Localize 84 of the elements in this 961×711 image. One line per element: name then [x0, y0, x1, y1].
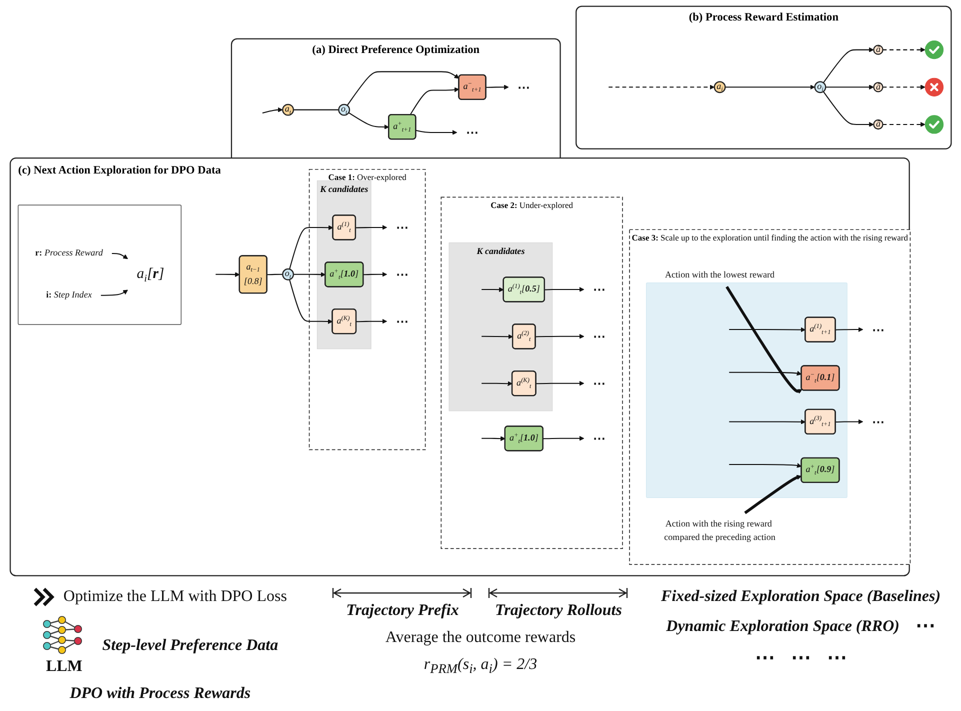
arrow	[882, 47, 926, 52]
arrow	[356, 224, 387, 230]
arrow	[481, 436, 506, 442]
arrow	[416, 130, 457, 135]
node-text: i: Step Index	[46, 290, 92, 300]
node-text: ⋯	[872, 414, 884, 429]
caption-text: Optimize the LLM with DPO Loss	[63, 587, 287, 607]
arrow	[112, 252, 128, 260]
arrow	[288, 279, 332, 324]
connector	[293, 109, 338, 110]
section-caption: DPO with Process Rewards	[70, 684, 251, 704]
arrow	[535, 334, 584, 339]
node-text: ⋯	[592, 431, 606, 446]
span-label: Trajectory Rollouts	[495, 601, 622, 620]
node-circle	[924, 40, 944, 60]
arrow	[215, 272, 240, 277]
arrow	[882, 122, 926, 127]
arrow	[100, 290, 128, 296]
arrow	[835, 419, 863, 424]
arrow	[608, 84, 714, 90]
node-text: ⋯	[396, 314, 408, 328]
node-text: a$_{i}$[r]	[136, 265, 164, 284]
section-heading: Fixed-sized Exploration Space (Baselines)	[661, 587, 941, 606]
node-circle	[924, 115, 944, 134]
node-text: ⋯	[466, 125, 478, 140]
section-heading: Dynamic Exploration Space (RRO)	[666, 616, 900, 636]
node-text: ⋯	[396, 267, 408, 282]
node-circle: o$_{t}$	[282, 268, 294, 280]
arrow	[724, 84, 815, 90]
node-text: ⋯	[517, 80, 530, 94]
arrow	[744, 474, 802, 514]
node-circle: o$_{t}$	[338, 104, 350, 116]
arrow	[822, 91, 874, 127]
node-circle: â	[872, 44, 884, 55]
node-text: Action with the lowest reward	[664, 270, 774, 280]
ellipsis-mark: ⋯	[915, 614, 936, 638]
section-caption: Step-level Preference Data	[102, 636, 278, 656]
formula-text: r$_{PRM}$(s$_{i}$, a$_{i}$) = 2/3	[424, 655, 538, 678]
arrow	[410, 87, 459, 116]
arrow	[356, 318, 387, 324]
arrow	[481, 287, 504, 292]
cluster	[646, 282, 848, 498]
arrow	[728, 419, 806, 424]
arrow	[825, 84, 874, 90]
ellipsis-mark: ⋯	[790, 646, 811, 670]
span-label: Trajectory Prefix	[346, 601, 459, 620]
node-circle: o$_{i}$	[814, 81, 826, 94]
arrow	[348, 112, 389, 130]
node-text: ⋯	[872, 322, 884, 337]
node-circle: â	[872, 82, 884, 92]
node-circle	[924, 78, 944, 96]
node-circle: a$_{t}$	[282, 104, 294, 116]
connector	[266, 274, 282, 276]
node-text: Action with the rising reward compared the preceding action	[664, 519, 776, 542]
ellipsis-mark: ⋯	[826, 646, 847, 670]
arrow	[835, 327, 863, 332]
node-text: ⋯	[396, 220, 408, 235]
arrow	[822, 47, 874, 84]
node-text: ⋯	[592, 329, 606, 344]
cluster	[18, 204, 182, 325]
arrow	[486, 84, 509, 90]
arrow	[481, 381, 512, 386]
arrow	[481, 334, 513, 340]
arrow	[262, 107, 283, 114]
note-text: Average the outcome rewards	[385, 628, 576, 648]
arrow	[728, 327, 806, 332]
arrow	[536, 380, 584, 386]
arrow	[544, 287, 584, 292]
node-circle: a$_{i}$	[714, 81, 726, 94]
node-text: r: Process Reward	[34, 248, 103, 258]
node-text: ⋯	[592, 376, 606, 390]
model-label: LLM	[46, 657, 82, 676]
ellipsis-mark: ⋯	[754, 646, 775, 670]
arrow	[293, 272, 326, 277]
node-circle: â	[872, 119, 884, 130]
arrow	[346, 71, 459, 106]
arrow	[725, 286, 802, 394]
arrow	[288, 225, 334, 270]
arrow	[542, 436, 584, 441]
arrow	[728, 370, 802, 376]
arrow	[728, 462, 802, 468]
node-text: ⋯	[592, 282, 606, 297]
arrow	[363, 272, 387, 277]
arrow	[882, 84, 926, 90]
